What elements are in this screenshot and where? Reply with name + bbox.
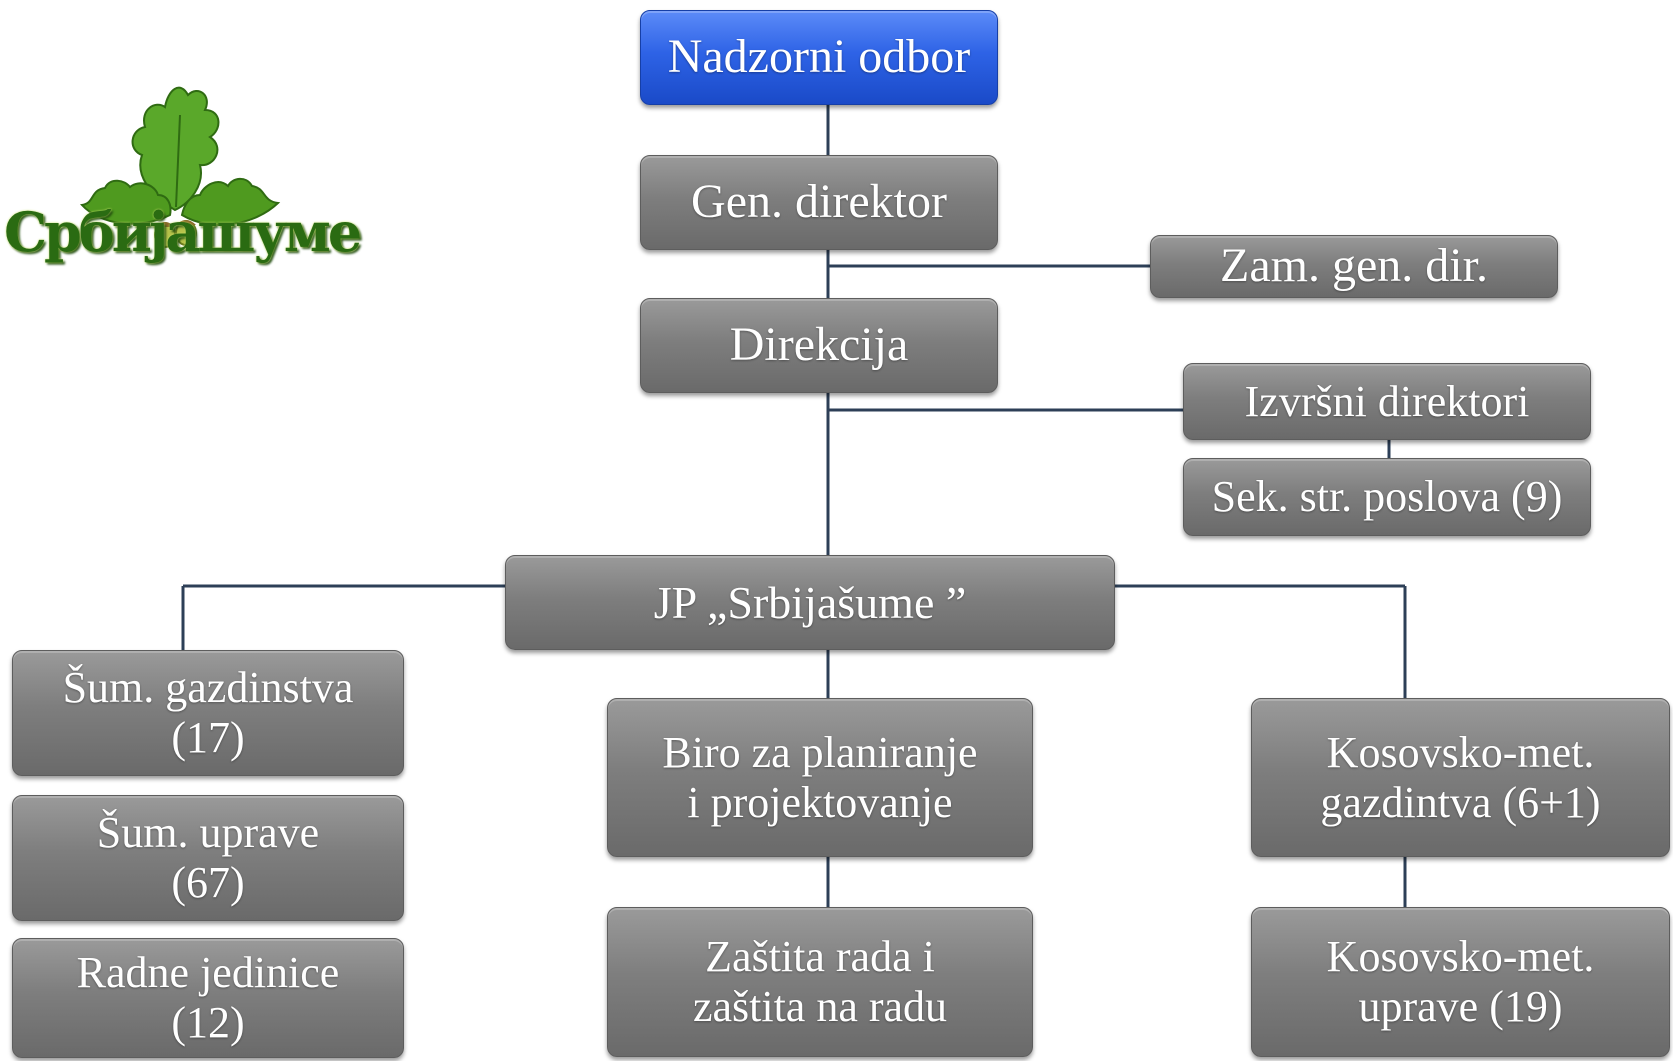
node-nadzorni-odbor[interactable]: Nadzorni odbor [640, 10, 998, 105]
node-label: Zaštita rada i zaštita na radu [692, 932, 948, 1031]
node-radne-jedinice[interactable]: Radne jedinice (12) [12, 938, 404, 1058]
node-label: Direkcija [729, 318, 909, 372]
node-label: Nadzorni odbor [667, 30, 971, 84]
node-sum-uprave[interactable]: Šum. uprave (67) [12, 795, 404, 921]
node-zastita[interactable]: Zaštita rada i zaštita na radu [607, 907, 1033, 1057]
node-direkcija[interactable]: Direkcija [640, 298, 998, 393]
node-label: Biro za planiranje i projektovanje [662, 727, 978, 827]
node-label: Gen. direktor [691, 175, 947, 229]
oak-leaf-icon [80, 86, 281, 248]
node-gen-direktor[interactable]: Gen. direktor [640, 155, 998, 250]
node-kosovsko-uprave[interactable]: Kosovsko-met. uprave (19) [1251, 907, 1670, 1057]
logo-wordmark: Србијашуме [4, 200, 362, 264]
node-label: Radne jedinice (12) [76, 948, 340, 1047]
node-label: Zam. gen. dir. [1220, 239, 1488, 293]
node-label: Šum. gazdinstva (17) [62, 663, 354, 762]
node-sum-gazdinstva[interactable]: Šum. gazdinstva (17) [12, 650, 404, 776]
node-label: Kosovsko-met. uprave (19) [1326, 932, 1595, 1031]
node-biro[interactable]: Biro za planiranje i projektovanje [607, 698, 1033, 857]
node-jp-srbijasume[interactable]: JP „Srbijašume ” [505, 555, 1115, 650]
node-kosovsko-gazdinstva[interactable]: Kosovsko-met. gazdintva (6+1) [1251, 698, 1670, 857]
node-label: JP „Srbijašume ” [653, 576, 967, 628]
node-zam-gen-dir[interactable]: Zam. gen. dir. [1150, 235, 1558, 298]
node-label: Kosovsko-met. gazdintva (6+1) [1320, 727, 1601, 827]
srbijasume-logo: Србијашуме [0, 55, 362, 285]
node-izvrsni-direktori[interactable]: Izvršni direktori [1183, 363, 1591, 440]
node-label: Izvršni direktori [1244, 376, 1530, 426]
node-label: Sek. str. poslova (9) [1211, 472, 1563, 522]
node-sek-str-poslova[interactable]: Sek. str. poslova (9) [1183, 458, 1591, 536]
node-label: Šum. uprave (67) [96, 808, 320, 907]
